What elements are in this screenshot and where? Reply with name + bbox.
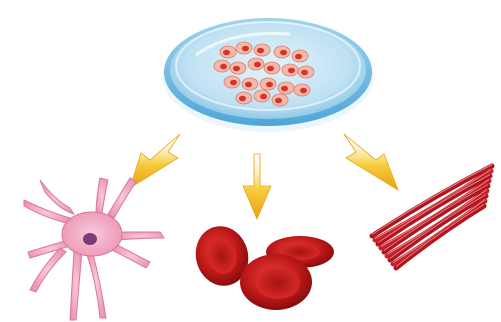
stem-cell [220, 46, 236, 58]
stem-cell [260, 78, 276, 90]
stem-cell [254, 90, 270, 102]
stem-cell [214, 60, 230, 72]
arrow-to-muscle-fibers [344, 134, 398, 190]
arrow-to-nerve-cell [130, 134, 180, 188]
stem-cell [264, 62, 280, 74]
stem-cell [236, 92, 252, 104]
stem-cell [272, 94, 288, 106]
nerve-cell [24, 178, 164, 320]
red-blood-cell [240, 254, 312, 310]
stem-cell [242, 78, 258, 90]
stem-cell [292, 50, 308, 62]
petri-dish [162, 18, 374, 132]
nerve-cell-nucleus [83, 233, 97, 245]
stem-cell [294, 84, 310, 96]
arrow-to-red-blood-cells [243, 154, 271, 219]
stem-cell [278, 82, 294, 94]
red-blood-cells [189, 220, 334, 310]
stem-cell [248, 58, 264, 70]
stem-cell [274, 46, 290, 58]
stem-cell [224, 76, 240, 88]
stem-cell [230, 62, 246, 74]
stem-cell [298, 66, 314, 78]
stem-cell [254, 44, 270, 56]
stem-cell [236, 42, 252, 54]
stem-cell [282, 64, 298, 76]
